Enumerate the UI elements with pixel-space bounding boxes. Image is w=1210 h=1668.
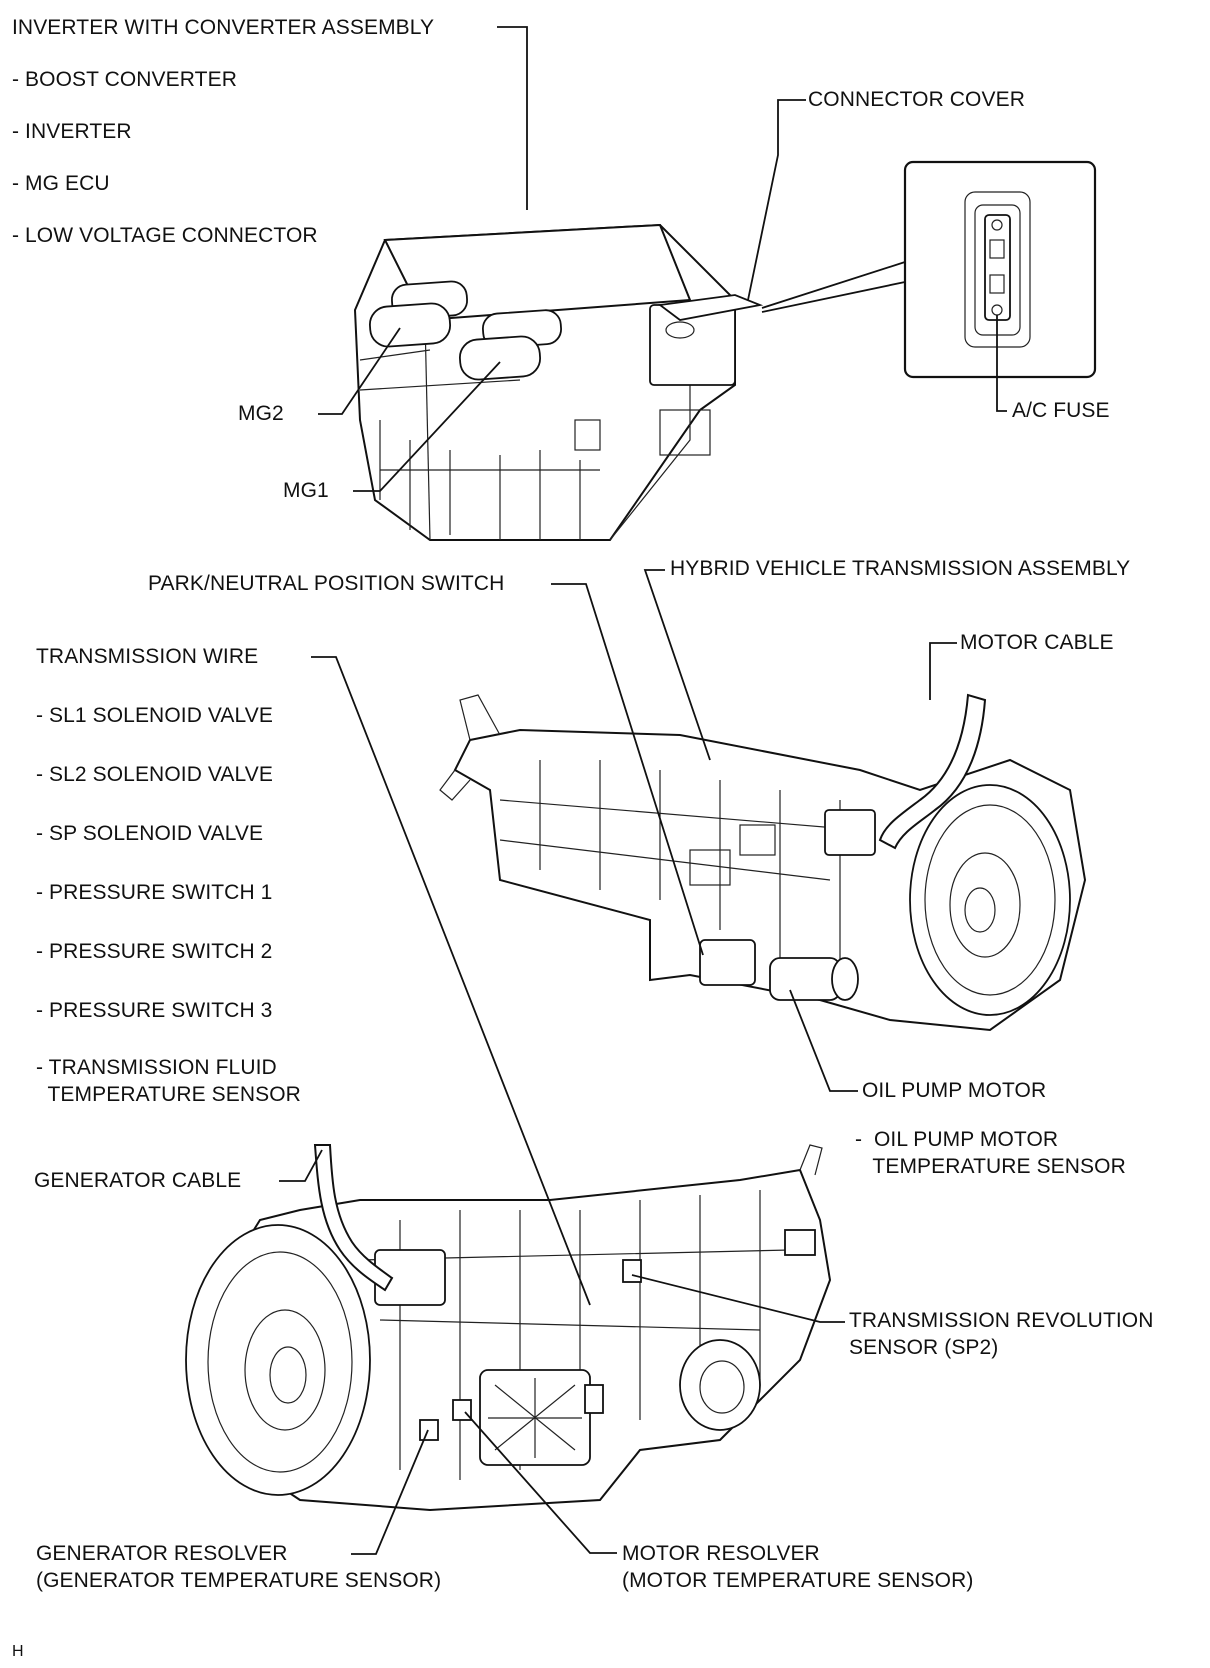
transmission-wire-item-fluid-temp: - TRANSMISSION FLUID TEMPERATURE SENSOR xyxy=(36,1056,301,1106)
transmission-wire-item-sp: - SP SOLENOID VALVE xyxy=(36,822,264,845)
leader-park-neutral xyxy=(551,583,704,956)
inverter-item-boost-converter: - BOOST CONVERTER xyxy=(12,68,237,91)
leader-mg1 xyxy=(353,361,501,492)
transmission-wire-item-sl1: - SL1 SOLENOID VALVE xyxy=(36,704,273,727)
ac-fuse-label: A/C FUSE xyxy=(1012,399,1110,422)
leader-motor-cable xyxy=(929,642,957,700)
trans-rev-sensor-label: TRANSMISSION REVOLUTION SENSOR (SP2) xyxy=(849,1309,1154,1359)
leader-trans-rev-sensor xyxy=(631,1274,845,1323)
mg2-label: MG2 xyxy=(238,402,284,425)
hv-transmission-label: HYBRID VEHICLE TRANSMISSION ASSEMBLY xyxy=(670,557,1131,580)
transmission-wire-item-sl2: - SL2 SOLENOID VALVE xyxy=(36,763,273,786)
transmission-wire-title: TRANSMISSION WIRE xyxy=(36,645,259,668)
leader-oil-pump-motor xyxy=(789,989,858,1092)
leader-cover-to-inset-2 xyxy=(761,281,906,313)
lower-transmission-drawing xyxy=(185,1144,832,1512)
oil-pump-motor-label: OIL PUMP MOTOR xyxy=(862,1079,1047,1102)
leader-hv-transmission xyxy=(643,569,711,761)
footer-letter: H xyxy=(12,1643,24,1660)
inverter-item-mg-ecu: - MG ECU xyxy=(12,172,110,195)
mg1-label: MG1 xyxy=(283,479,329,502)
oil-pump-temp-sensor-label: - OIL PUMP MOTOR TEMPERATURE SENSOR xyxy=(855,1128,1126,1178)
transmission-wire-item-ps2: - PRESSURE SWITCH 2 xyxy=(36,940,273,963)
park-neutral-switch-label: PARK/NEUTRAL POSITION SWITCH xyxy=(148,572,505,595)
leader-ac-fuse xyxy=(996,315,1007,412)
motor-resolver-label: MOTOR RESOLVER (MOTOR TEMPERATURE SENSOR… xyxy=(622,1542,974,1592)
transmission-wire-item-ps3: - PRESSURE SWITCH 3 xyxy=(36,999,273,1022)
ac-fuse-inset xyxy=(903,160,1097,379)
hv-transmission-drawing xyxy=(439,693,1087,1032)
leader-inverter xyxy=(497,26,528,210)
leader-mg2 xyxy=(318,327,401,415)
leader-generator-resolver xyxy=(351,1429,429,1555)
generator-cable-label: GENERATOR CABLE xyxy=(34,1169,242,1192)
transmission-wire-item-ps1: - PRESSURE SWITCH 1 xyxy=(36,881,273,904)
inverter-item-low-voltage-connector: - LOW VOLTAGE CONNECTOR xyxy=(12,224,318,247)
inverter-item-inverter: - INVERTER xyxy=(12,120,132,143)
leader-connector-cover xyxy=(747,99,806,301)
motor-cable-label: MOTOR CABLE xyxy=(960,631,1114,654)
inverter-title: INVERTER WITH CONVERTER ASSEMBLY xyxy=(12,16,435,39)
leader-generator-cable xyxy=(279,1149,323,1182)
leader-transmission-wire xyxy=(311,656,591,1306)
leader-motor-resolver xyxy=(464,1411,617,1554)
leader-lines xyxy=(279,26,1007,1555)
connector-cover-label: CONNECTOR COVER xyxy=(808,88,1025,111)
leader-cover-to-inset-1 xyxy=(761,261,906,309)
inverter-assembly-drawing xyxy=(353,223,764,541)
generator-resolver-label: GENERATOR RESOLVER (GENERATOR TEMPERATUR… xyxy=(36,1542,442,1592)
